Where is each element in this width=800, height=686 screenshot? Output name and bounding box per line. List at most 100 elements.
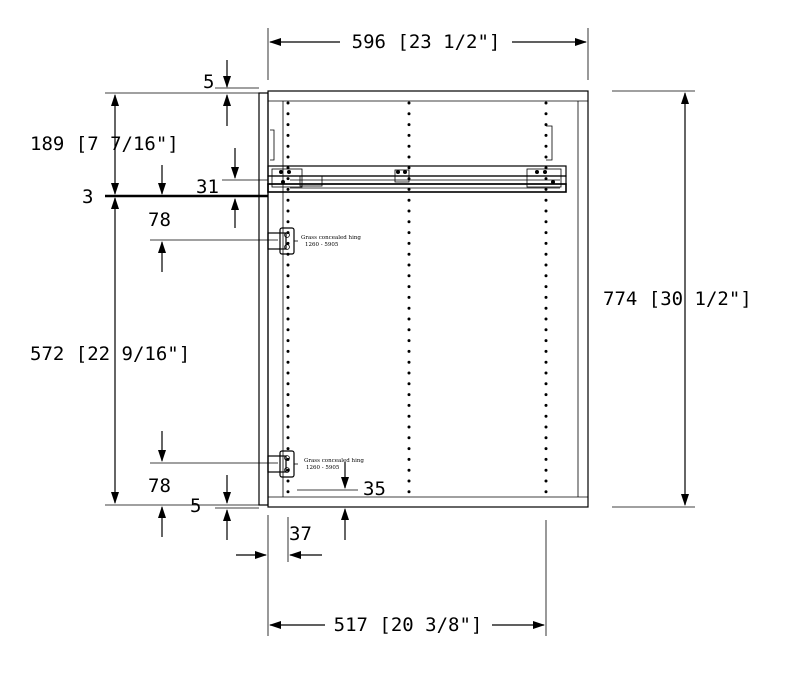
hinge-top-label-1: Grass concealed hing <box>301 235 361 241</box>
pin-hole <box>286 436 290 440</box>
dim-gap-top: 5 <box>203 60 231 126</box>
door-bottom-height-label: 572 [22 9/16"] <box>30 343 190 365</box>
pin-hole <box>544 360 548 364</box>
dim-hinge-offset-top: 78 <box>148 209 278 272</box>
dim-door-bottom: 572 [22 9/16"] <box>30 197 190 504</box>
pin-hole <box>544 479 548 483</box>
pin-hole <box>407 123 411 127</box>
pin-hole <box>286 447 290 451</box>
dim-door-top: 189 [7 7/16"] <box>30 94 179 195</box>
dim-hinge-offset-bottom: 78 <box>148 431 278 537</box>
pin-hole <box>286 490 290 494</box>
pin-hole <box>544 468 548 472</box>
pin-hole <box>544 349 548 353</box>
dim-drawer-offset: 31 <box>196 148 268 228</box>
pin-hole <box>407 339 411 343</box>
pin-hole <box>544 274 548 278</box>
pin-hole <box>544 123 548 127</box>
dim-hinge-depth: 37 <box>236 517 322 562</box>
pin-hole <box>407 295 411 299</box>
overall-height-label: 774 [30 1/2"] <box>603 288 752 310</box>
pin-hole <box>407 349 411 353</box>
pin-hole <box>407 317 411 321</box>
pin-hole <box>286 144 290 148</box>
pin-hole <box>407 360 411 364</box>
pin-hole <box>407 198 411 202</box>
pin-hole <box>286 274 290 278</box>
shelf-pin-holes <box>286 101 548 494</box>
runner-screw-dots <box>279 170 555 184</box>
hinge-top-label-2: 1260 - 5905 <box>305 242 339 248</box>
cabinet-carcass <box>267 90 589 508</box>
hinge-offset-top-label: 78 <box>148 209 171 231</box>
pin-hole <box>544 155 548 159</box>
pin-hole <box>407 263 411 267</box>
pin-hole <box>286 155 290 159</box>
pin-hole <box>286 285 290 289</box>
pin-hole <box>407 285 411 289</box>
gap-top-label: 5 <box>203 71 214 93</box>
pin-hole <box>286 425 290 429</box>
pin-hole <box>544 198 548 202</box>
pin-hole <box>407 112 411 116</box>
pin-hole <box>286 166 290 170</box>
dim-overall-height: 774 [30 1/2"] <box>603 90 752 508</box>
pin-hole <box>544 371 548 375</box>
hinge-depth-label: 37 <box>289 523 312 545</box>
pin-hole <box>286 414 290 418</box>
pin-hole <box>407 393 411 397</box>
pin-hole <box>407 133 411 137</box>
gap-mid-label: 3 <box>82 186 93 208</box>
pin-hole <box>544 177 548 181</box>
pin-hole <box>544 382 548 386</box>
hinge-setback-label: 35 <box>363 478 386 500</box>
left-extension-lines <box>105 87 268 509</box>
pin-hole <box>286 328 290 332</box>
inner-width-label: 517 [20 3/8"] <box>334 614 483 636</box>
pin-hole <box>544 295 548 299</box>
dim-gap-mid: 3 <box>82 165 166 208</box>
pin-hole <box>286 177 290 181</box>
pin-hole <box>544 187 548 191</box>
pin-hole <box>544 317 548 321</box>
pin-hole <box>286 468 290 472</box>
pin-hole <box>544 328 548 332</box>
dim-gap-bottom: 5 <box>190 475 231 540</box>
pin-hole <box>544 112 548 116</box>
hinge-bottom-label-2: 1260 - 5905 <box>306 465 340 471</box>
pin-hole <box>407 144 411 148</box>
pin-hole <box>544 166 548 170</box>
dim-overall-width: 596 [23 1/2"] <box>267 28 589 80</box>
pin-hole <box>544 457 548 461</box>
pin-hole <box>544 414 548 418</box>
pin-hole <box>407 425 411 429</box>
pin-hole <box>544 425 548 429</box>
pin-hole <box>407 231 411 235</box>
pin-hole <box>407 447 411 451</box>
pin-hole <box>544 101 548 105</box>
hinge-bottom: Grass concealed hing 1260 - 5905 <box>267 450 364 478</box>
pin-hole <box>544 285 548 289</box>
pin-hole <box>544 436 548 440</box>
pin-hole <box>407 414 411 418</box>
pin-hole <box>407 166 411 170</box>
pin-hole <box>286 123 290 127</box>
drawer-offset-label: 31 <box>196 176 219 198</box>
pin-hole <box>286 263 290 267</box>
pin-hole <box>407 382 411 386</box>
pin-hole <box>286 306 290 310</box>
pin-hole <box>544 231 548 235</box>
pin-hole <box>407 220 411 224</box>
overall-width-label: 596 [23 1/2"] <box>352 31 501 53</box>
pin-hole <box>286 198 290 202</box>
hinge-offset-bottom-label: 78 <box>148 475 171 497</box>
pin-hole <box>407 101 411 105</box>
hinge-top: Grass concealed hing 1260 - 5905 <box>267 227 361 255</box>
pin-hole <box>544 241 548 245</box>
pin-hole <box>407 155 411 159</box>
pin-hole <box>286 382 290 386</box>
pin-hole <box>544 393 548 397</box>
pin-hole <box>407 403 411 407</box>
pin-hole <box>286 339 290 343</box>
